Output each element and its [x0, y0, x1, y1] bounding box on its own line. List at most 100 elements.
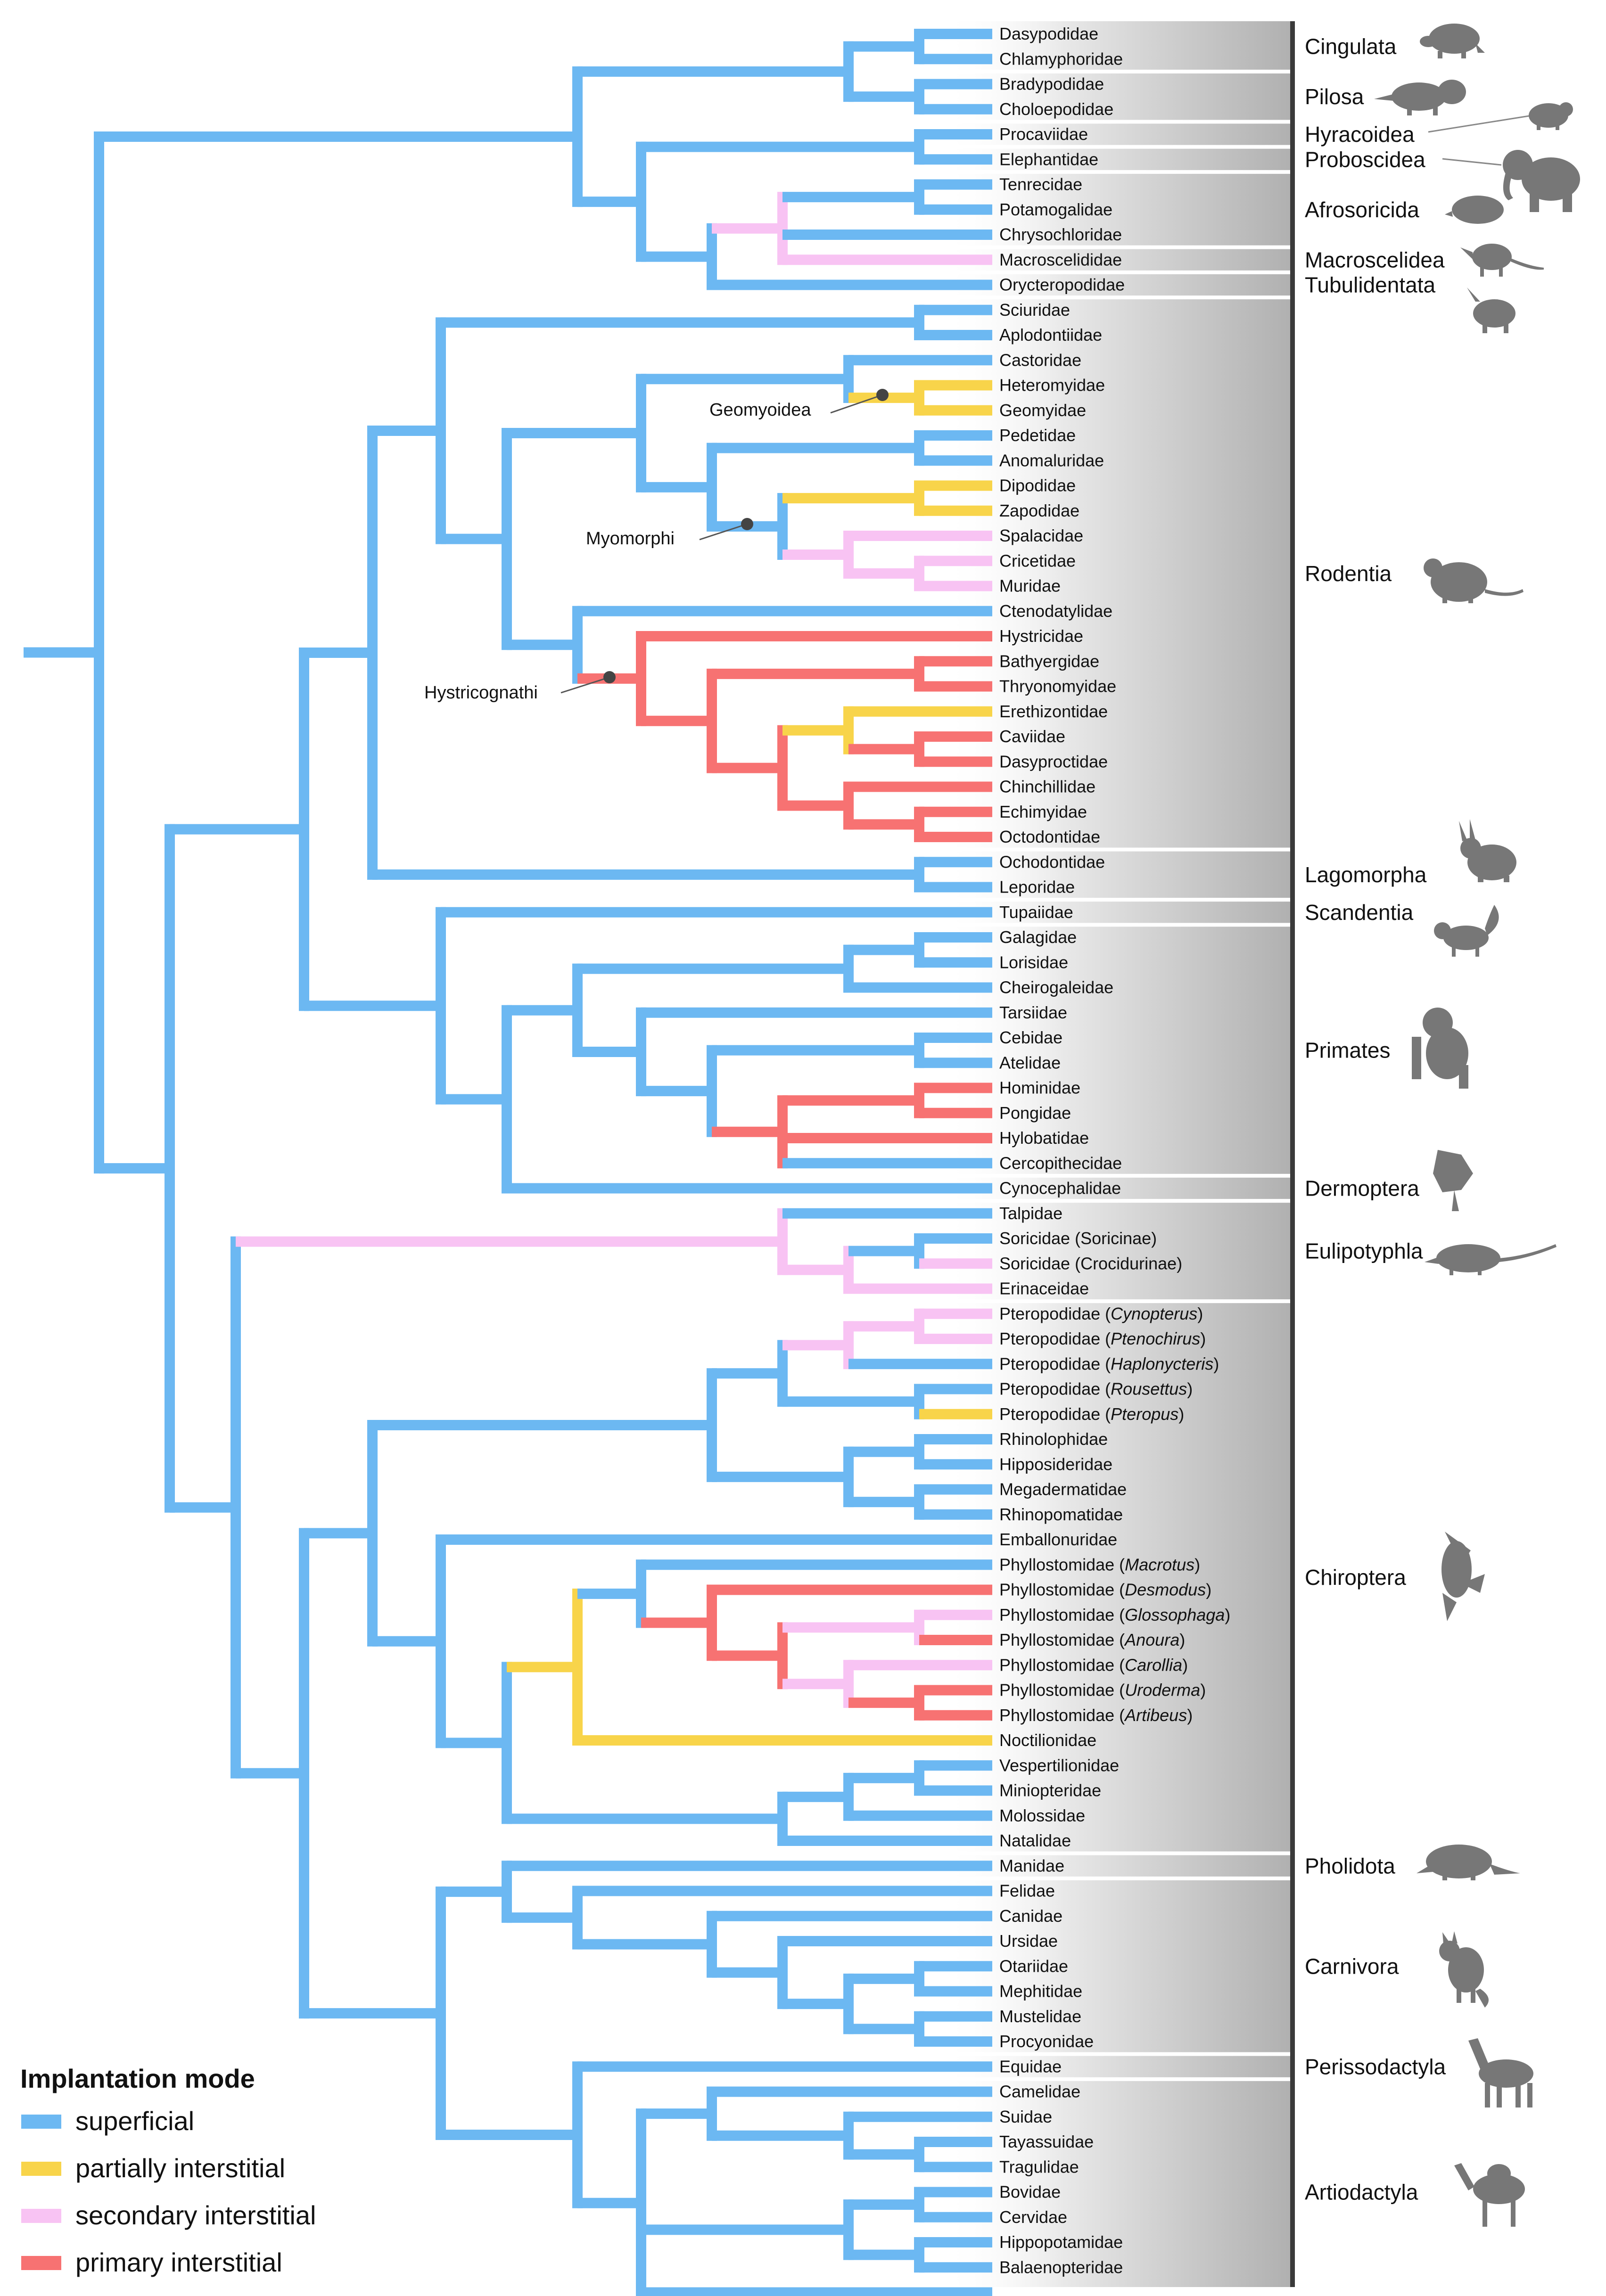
- tip-label: Rhinopomatidae: [999, 1505, 1123, 1524]
- tip-family: Bathyergidae: [999, 651, 1099, 671]
- tip-family: Aplodontiidae: [999, 325, 1102, 344]
- order-label: Lagomorpha: [1305, 862, 1427, 887]
- tip-label: Tayassuidae: [999, 2132, 1094, 2151]
- tip-family: Phyllostomidae (: [999, 1555, 1125, 1574]
- tip-label: Hystricidae: [999, 626, 1083, 646]
- tip-label: Macroscelididae: [999, 250, 1122, 269]
- tip-label: Octodontidae: [999, 827, 1100, 846]
- tip-label: Soricidae (Crocidurinae): [999, 1254, 1182, 1273]
- tip-label: Otariidae: [999, 1956, 1068, 1976]
- order-label: Carnivora: [1305, 1954, 1399, 1978]
- tip-family: Ochodontidae: [999, 852, 1105, 871]
- tip-family: Natalidae: [999, 1831, 1071, 1850]
- order-label: Rodentia: [1305, 561, 1392, 586]
- colugo-icon: [1433, 1150, 1473, 1211]
- tip-label: Muridae: [999, 576, 1061, 596]
- tip-label: Chrysochloridae: [999, 225, 1122, 244]
- tip-label: Heteromyidae: [999, 376, 1105, 395]
- armadillo-icon: [1420, 24, 1485, 58]
- tip-label: Erinaceidae: [999, 1279, 1089, 1298]
- tip-family: Chlamyphoridae: [999, 49, 1123, 68]
- tip-label: Mephitidae: [999, 1982, 1082, 2001]
- tip-labels: DasypodidaeChlamyphoridaeBradypodidaeCho…: [999, 24, 1230, 2277]
- order-label: Pilosa: [1305, 84, 1364, 109]
- order-label: Macroscelidea: [1305, 247, 1445, 272]
- hyracoidea-leader: [1428, 115, 1532, 133]
- tip-label: Noctilionidae: [999, 1730, 1096, 1750]
- tip-family: Heteromyidae: [999, 376, 1105, 395]
- tip-family: Bovidae: [999, 2182, 1061, 2202]
- tip-label: Suidae: [999, 2107, 1052, 2126]
- tip-label: Dasypodidae: [999, 24, 1098, 43]
- tip-genus: Ptenochirus: [1111, 1329, 1200, 1348]
- tip-family: Pedetidae: [999, 426, 1076, 445]
- tip-label: Manidae: [999, 1856, 1064, 1875]
- tip-genus: Artibeus: [1124, 1706, 1187, 1725]
- tip-label: Spalacidae: [999, 526, 1083, 545]
- tip-close-paren: ): [1200, 1329, 1206, 1348]
- tip-label: Elephantidae: [999, 149, 1098, 169]
- tip-label: Natalidae: [999, 1831, 1071, 1850]
- tip-family: Anomaluridae: [999, 451, 1104, 470]
- myomorphi-label: Myomorphi: [586, 529, 675, 549]
- tip-family: Cervidae: [999, 2207, 1067, 2227]
- tip-family: Pongidae: [999, 1103, 1071, 1123]
- tip-label: Geomyidae: [999, 401, 1086, 420]
- hystricognathi-node-dot: [603, 671, 616, 683]
- myomorphi-node-dot: [741, 518, 753, 530]
- tip-family: Soricidae (Soricinae): [999, 1229, 1157, 1248]
- tip-label: Aplodontiidae: [999, 325, 1102, 344]
- tip-label: Cercopithecidae: [999, 1153, 1122, 1173]
- legend-swatch-superficial: [21, 2115, 61, 2129]
- tip-label: Megadermatidae: [999, 1480, 1127, 1499]
- tip-label: Cricetidae: [999, 551, 1076, 570]
- tip-family: Cynocephalidae: [999, 1179, 1121, 1198]
- order-label: Primates: [1305, 1038, 1390, 1063]
- legend-item-primary-interstitial: primary interstitial: [21, 2247, 282, 2277]
- tip-label: Hippopotamidae: [999, 2232, 1123, 2252]
- tip-family: Manidae: [999, 1856, 1064, 1875]
- tip-family: Galagidae: [999, 927, 1077, 947]
- tip-family: Soricidae (Crocidurinae): [999, 1254, 1182, 1273]
- tip-genus: Carollia: [1125, 1655, 1182, 1674]
- myomorphi-leader: [699, 523, 748, 541]
- tip-close-paren: ): [1206, 1580, 1211, 1599]
- tip-family: Hystricidae: [999, 626, 1083, 646]
- tip-label: Pteropodidae (Pteropus): [999, 1404, 1184, 1424]
- tip-label: Dasyproctidae: [999, 752, 1108, 771]
- tip-family: Equidae: [999, 2057, 1062, 2076]
- tip-family: Phyllostomidae (: [999, 1655, 1125, 1674]
- tip-label: Phyllostomidae (Macrotus): [999, 1555, 1200, 1574]
- tip-family: Canidae: [999, 1906, 1062, 1926]
- fox-icon: [1439, 1931, 1489, 2008]
- tip-label: Cynocephalidae: [999, 1179, 1121, 1198]
- tip-label: Bathyergidae: [999, 651, 1099, 671]
- tip-family: Macroscelididae: [999, 250, 1122, 269]
- shrew-icon: [1425, 1244, 1557, 1275]
- order-labels: CingulataPilosaHyracoideaProboscideaAfro…: [1305, 34, 1446, 2205]
- tip-family: Pteropodidae (: [999, 1304, 1111, 1323]
- order-label: Scandentia: [1305, 900, 1414, 925]
- node-annotations: Geomyoidea Myomorphi Hystricognathi: [424, 389, 889, 703]
- order-label: Afrosoricida: [1305, 197, 1419, 222]
- order-separators: [943, 69, 1532, 2081]
- legend-label-partially-interstitial: partially interstitial: [75, 2153, 285, 2183]
- tip-family: Phyllostomidae (: [999, 1630, 1125, 1649]
- tip-family: Cercopithecidae: [999, 1153, 1122, 1173]
- tip-family: Mustelidae: [999, 2007, 1081, 2026]
- tip-family: Tupaiidae: [999, 902, 1073, 922]
- tip-family: Atelidae: [999, 1053, 1061, 1072]
- tip-label: Ctenodatylidae: [999, 601, 1112, 621]
- tip-label: Canidae: [999, 1906, 1062, 1926]
- tip-label: Atelidae: [999, 1053, 1061, 1072]
- tip-family: Choloepodidae: [999, 99, 1113, 119]
- tip-label: Pteropodidae (Ptenochirus): [999, 1329, 1206, 1348]
- order-label: Cingulata: [1305, 34, 1397, 59]
- order-label: Artiodactyla: [1305, 2180, 1418, 2205]
- tip-family: Dasypodidae: [999, 24, 1098, 43]
- order-label: Dermoptera: [1305, 1176, 1419, 1201]
- tip-label: Bradypodidae: [999, 74, 1104, 94]
- tip-label: Caviidae: [999, 727, 1065, 746]
- tip-family: Noctilionidae: [999, 1730, 1096, 1750]
